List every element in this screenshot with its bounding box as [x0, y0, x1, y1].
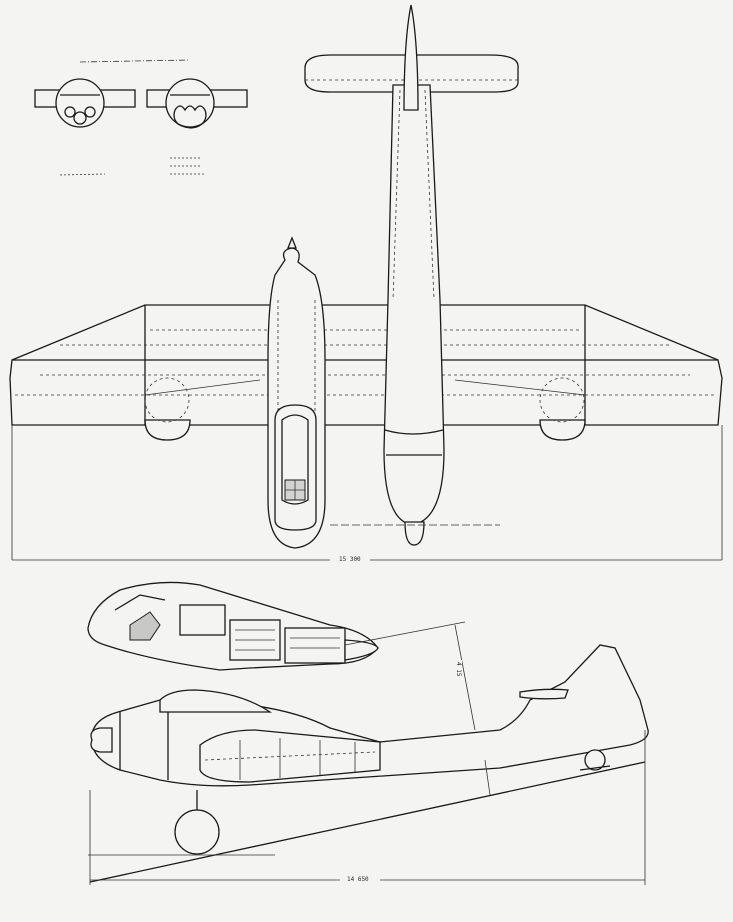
front-view-sketches [34, 59, 248, 176]
front-view-right [146, 78, 248, 129]
side-view [87, 581, 649, 885]
front-view-left [34, 78, 136, 128]
main-wing [9, 304, 723, 426]
height-dimension-label: 4 15 [455, 660, 462, 679]
main-wheel [174, 809, 220, 855]
length-dimension-label: 14 650 [345, 876, 371, 883]
plan-view [9, 4, 723, 561]
fin-top [403, 4, 419, 111]
span-dimension-label: 15 300 [337, 556, 363, 563]
fuselage-boom [383, 84, 445, 526]
